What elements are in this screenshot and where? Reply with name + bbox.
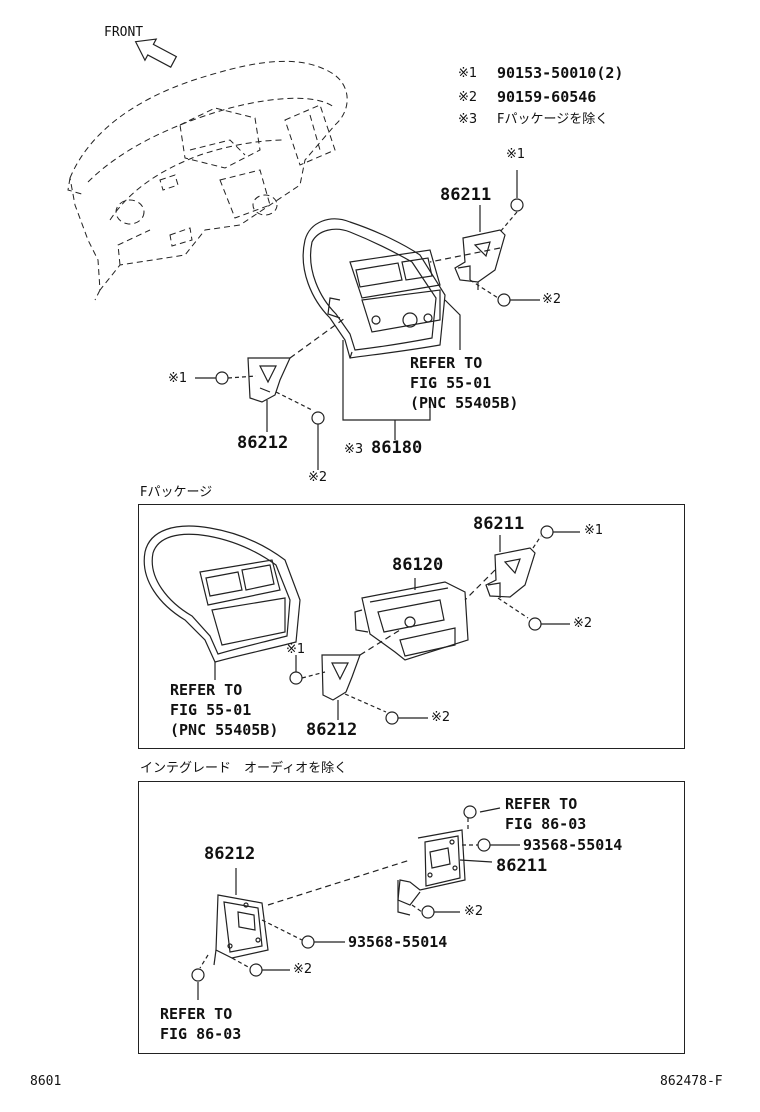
part-86120-f: 86120 [392, 555, 444, 575]
refer-f-line3: (PNC 55405B) [170, 721, 279, 739]
part-86211-ig: 86211 [496, 856, 548, 876]
refer-f-line2: FIG 55-01 [170, 701, 252, 719]
note-1-text: 90153-50010(2) [497, 64, 624, 82]
part-86211-top: 86211 [440, 185, 492, 205]
section-f-title: Fパッケージ [140, 485, 213, 500]
center-panel-86180 [302, 218, 446, 359]
refer-ig-left-line1: REFER TO [160, 1005, 233, 1023]
mark2-right-top: ※2 [542, 292, 562, 307]
section-ig-title: インテグレード オーディオを除く [140, 761, 348, 776]
f-bracket-86211 [485, 547, 536, 598]
part-86212-f: 86212 [306, 720, 358, 740]
mark-86180: ※3 [344, 442, 364, 457]
leader-86180 [342, 299, 461, 440]
section-ig-box [138, 781, 685, 1054]
mark1-right-f: ※1 [584, 523, 604, 538]
mark1-left-top: ※1 [168, 371, 188, 386]
mark1-left-f: ※1 [286, 642, 306, 657]
part-86212-ig: 86212 [204, 844, 256, 864]
front-arrow-icon [134, 38, 178, 68]
screw-ig-left: 93568-55014 [348, 933, 448, 951]
mark2-left-ig: ※2 [293, 962, 313, 977]
refer-top-line3: (PNC 55405B) [410, 394, 519, 412]
ig-bracket-86212 [213, 894, 269, 966]
mark2-left-top: ※2 [308, 470, 328, 485]
refer-top-line2: FIG 55-01 [410, 374, 492, 392]
page-number: 8601 [30, 1074, 62, 1089]
f-audio-86120 [354, 578, 469, 661]
refer-top-line1: REFER TO [410, 354, 483, 372]
refer-ig-left-line2: FIG 86-03 [160, 1025, 242, 1043]
ig-leaders [197, 807, 520, 1000]
bracket-86211-top [454, 229, 506, 290]
screw-icons-ig [191, 805, 491, 982]
figure-id: 862478-F [660, 1074, 723, 1089]
screw-ig-right: 93568-55014 [523, 836, 623, 854]
section-f-box [138, 504, 685, 749]
part-86211-f: 86211 [473, 514, 525, 534]
note-1-mark: ※1 [458, 66, 478, 81]
refer-f-line1: REFER TO [170, 681, 243, 699]
front-label: FRONT [104, 25, 144, 40]
dashboard-outline [67, 60, 348, 301]
screw-icons-top [215, 198, 524, 425]
note-3-mark: ※3 [458, 112, 478, 127]
mark2-right-ig: ※2 [464, 904, 484, 919]
leader-86211-top [469, 170, 540, 301]
mark2-left-f: ※2 [431, 710, 451, 725]
f-leaders [295, 531, 580, 719]
ig-bracket-86211 [397, 829, 466, 916]
note-2-mark: ※2 [458, 90, 478, 105]
mark1-right-top: ※1 [506, 147, 526, 162]
mark2-right-f: ※2 [573, 616, 593, 631]
refer-ig-right-line2: FIG 86-03 [505, 815, 587, 833]
part-86212-top: 86212 [237, 433, 289, 453]
refer-ig-right-line1: REFER TO [505, 795, 578, 813]
screw-icons-f [289, 525, 554, 725]
note-3-text: Fパッケージを除く [497, 112, 609, 127]
part-86180: 86180 [371, 438, 423, 458]
note-2-text: 90159-60546 [497, 88, 597, 106]
leader-86212-top [195, 247, 501, 470]
f-bezel [143, 525, 301, 680]
